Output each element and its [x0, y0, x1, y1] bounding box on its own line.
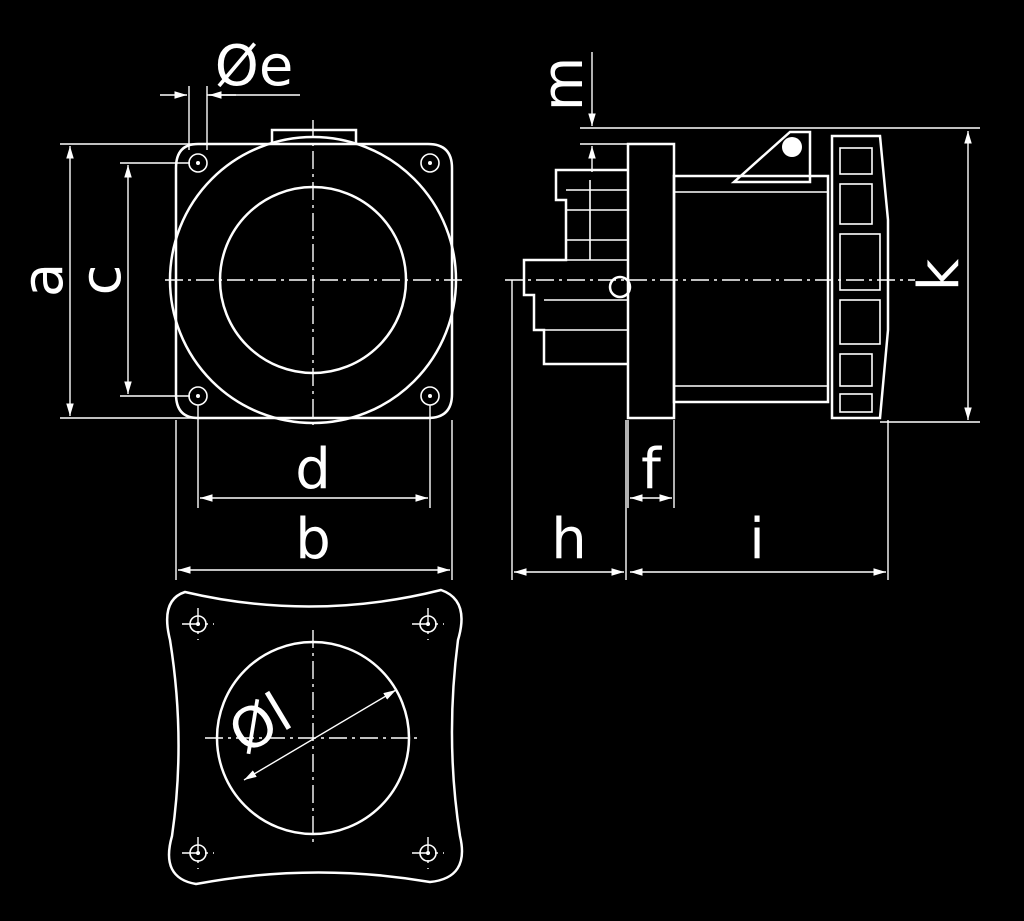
cutout-mounting-holes: [182, 608, 444, 869]
cutout-outline: [165, 588, 464, 886]
side-view: m k f h i: [505, 52, 980, 580]
front-view: a c d b Øe: [11, 34, 465, 580]
side-hinge-pin: [782, 137, 802, 157]
dimension-c: c: [69, 162, 190, 397]
dimension-c-label: c: [69, 265, 134, 296]
front-housing-outline: [174, 142, 454, 420]
dimension-m: m: [531, 52, 980, 172]
dimension-k: k: [880, 131, 980, 423]
dimension-a-label: a: [11, 263, 76, 297]
dimension-b-label: b: [295, 507, 331, 572]
dimension-e-label: Øe: [215, 34, 294, 99]
side-flange: [626, 142, 676, 420]
dimension-m-label: m: [531, 57, 596, 112]
dimension-k-label: k: [907, 258, 972, 291]
side-lid-ribs: [839, 147, 881, 413]
dimension-f-label: f: [641, 437, 662, 502]
dimension-h-label: h: [551, 507, 587, 572]
dimension-d: d: [197, 405, 431, 508]
dimension-i-label: i: [749, 507, 765, 572]
front-latch-tab: [270, 128, 358, 144]
dimension-e: Øe: [160, 34, 300, 150]
dimension-i: i: [630, 420, 889, 580]
panel-cutout-view: Øl: [165, 588, 464, 886]
dimension-b: b: [175, 420, 453, 580]
dimension-a: a: [11, 143, 198, 419]
dimension-h: h: [511, 280, 627, 580]
side-lid-hinge: [730, 130, 812, 184]
side-rear-body: [522, 168, 628, 366]
dimension-f: f: [627, 420, 675, 508]
dimension-l-line: [243, 689, 397, 781]
dimension-d-label: d: [295, 437, 331, 502]
side-cable-entry: [608, 275, 632, 299]
dimension-l-label: Øl: [218, 681, 303, 767]
side-lid: [830, 134, 890, 420]
side-main-body: [672, 174, 830, 404]
